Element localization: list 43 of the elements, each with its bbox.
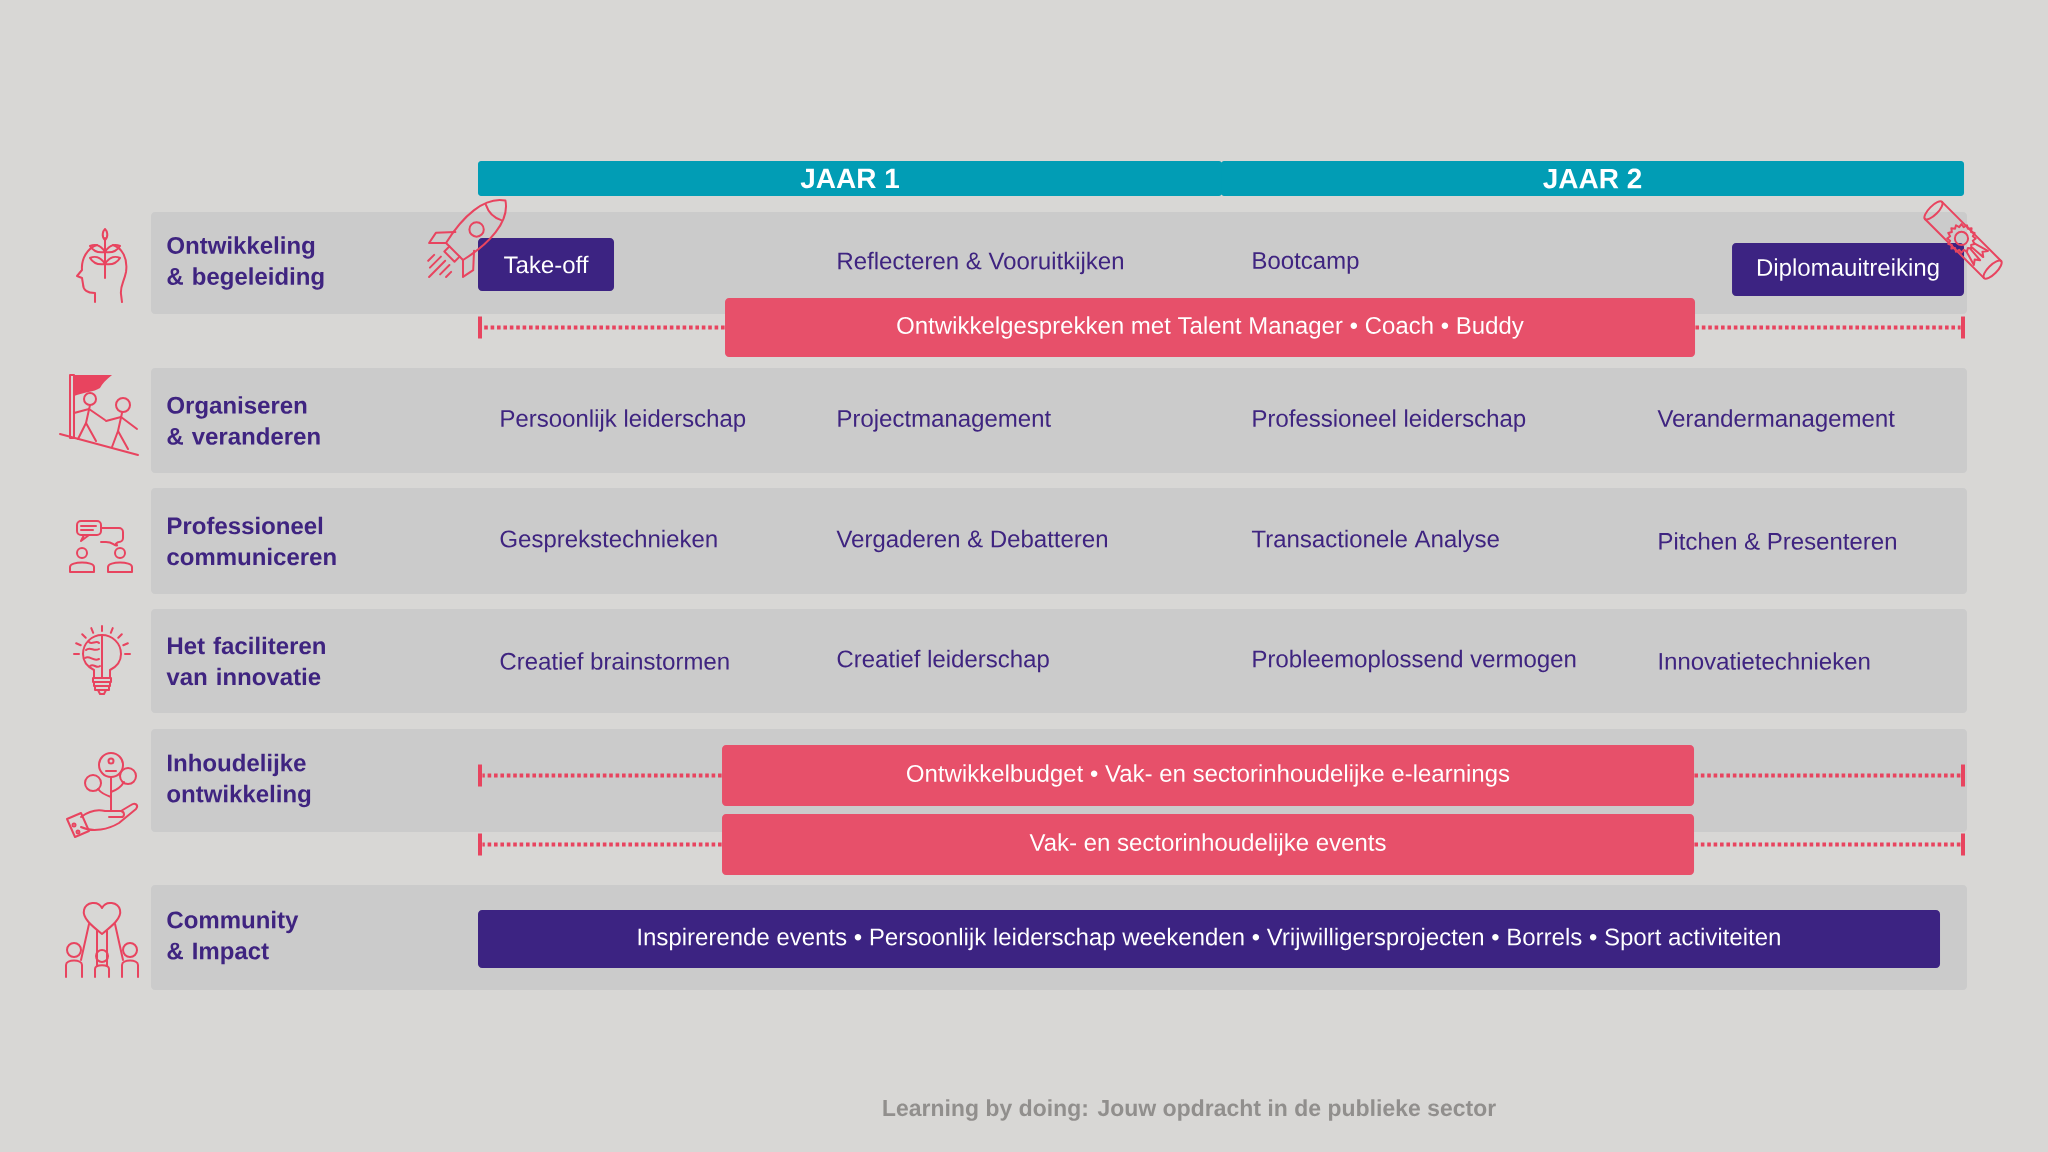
course-label: Reflecteren & Vooruitkijken xyxy=(838,251,1123,275)
course-label: Transactionele Analyse xyxy=(1251,529,1499,553)
course-label: Creatief brainstormen xyxy=(500,652,729,670)
course-label: Gesprekstechnieken xyxy=(500,529,717,553)
node-label: JAAR 1 xyxy=(800,168,899,189)
milestone-box: Take-off xyxy=(478,238,614,291)
course-label: Creatief leiderschap xyxy=(837,649,1049,673)
end-tick xyxy=(1961,764,1966,787)
course-label: Bootcamp xyxy=(1253,252,1359,274)
course-label: Professioneel leiderschap xyxy=(1253,409,1526,432)
row-heading: Professioneel communiceren xyxy=(167,516,336,566)
row-heading: Het faciliteren van innovatie xyxy=(166,636,325,686)
activity-bar: Ontwikkelgesprekken met Talent Manager • Coach • Buddy xyxy=(725,298,1695,357)
course-label: Probleemoplossend vermogen xyxy=(1253,649,1576,673)
year-header: JAAR 2 xyxy=(1221,161,1965,196)
course-label: Persoonlijk leiderschap xyxy=(501,409,746,432)
milestone-box: Diplomauitreiking xyxy=(1732,243,1965,296)
end-tick xyxy=(1961,833,1966,856)
course-label: Pitchen & Presenteren xyxy=(1659,532,1896,550)
node-label: JAAR 2 xyxy=(1543,168,1642,189)
activity-bar: Ontwikkelbudget • Vak- en sectorinhoudelijke e-learnings xyxy=(722,745,1695,806)
dotted-line xyxy=(1694,773,1961,778)
end-tick xyxy=(478,764,482,787)
dotted-line xyxy=(1694,842,1961,847)
year-header: JAAR 1 xyxy=(478,161,1222,196)
row-heading: Ontwikkeling & begeleiding xyxy=(167,236,324,290)
course-label: Vergaderen & Debatteren xyxy=(836,529,1107,553)
dotted-line xyxy=(482,325,725,330)
row-heading: Organiseren & veranderen xyxy=(167,396,320,445)
course-label: Innovatietechnieken xyxy=(1659,652,1870,670)
activity-bar: Inspirerende events • Persoonlijk leiderschap weekenden • Vrijwilligersprojecten • Borrels • Sport activiteiten xyxy=(478,910,1940,968)
dotted-line xyxy=(482,773,722,778)
course-label: Verandermanagement xyxy=(1657,409,1895,432)
activity-bar: Vak- en sectorinhoudelijke events xyxy=(722,814,1695,875)
row-heading: Community & Impact xyxy=(167,910,299,965)
dotted-line xyxy=(482,842,722,847)
dotted-line xyxy=(1695,325,1961,330)
end-tick xyxy=(1961,316,1966,339)
end-tick xyxy=(478,833,482,856)
end-tick xyxy=(478,316,482,339)
row-heading: Inhoudelijke ontwikkeling xyxy=(167,753,311,808)
tagline: Learning by doing: Jouw opdracht in de publieke sector xyxy=(883,1099,1496,1121)
course-label: Projectmanagement xyxy=(838,409,1051,432)
